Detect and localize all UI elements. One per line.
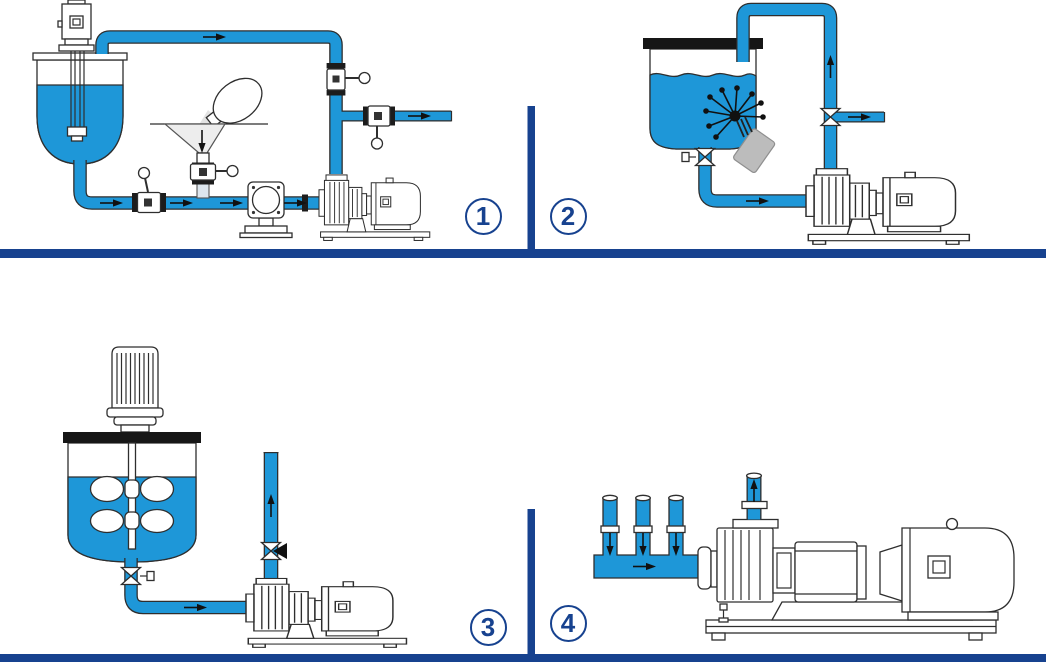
discharge-riser-4 [732,472,779,529]
tank-suction-pipe [125,558,246,613]
tank-liquid [649,72,757,150]
divider-horizontal-mid [0,249,1046,258]
inline-disperser [239,181,293,239]
riser-check-valve-3 [260,541,287,561]
agitator-motor-3 [106,346,164,433]
motor [901,527,1015,613]
suction-flange [697,546,712,590]
suction-valve-1 [132,166,166,214]
bypass-valve-1 [363,105,395,150]
tank-suction-pipe [699,147,806,207]
panel-2-number-badge: 2 [549,198,587,235]
pipe-flange [741,500,768,510]
flow-arrows-2 [745,54,872,206]
panel-4 [593,472,1015,641]
mixing-tank-3 [63,432,201,563]
panel-3-number: 3 [480,612,496,642]
panel-1-number: 1 [475,201,491,231]
divider-vertical-top [527,106,535,249]
divider-horizontal-bottom [0,654,1046,662]
tank-outlet-valve-3 [120,566,155,586]
powder-bag-2 [733,116,776,174]
discharge-flange [732,518,779,529]
panel-2 [643,2,971,246]
pump-unit-2 [805,167,971,246]
panel-4-number-badge: 4 [549,605,587,642]
divider-vertical-bottom [527,509,535,654]
pump-unit-4 [697,517,1015,641]
tank-lid [63,432,201,443]
tank-outlet-valve-2 [681,147,716,167]
pump-unit-1 [318,174,431,241]
funnel-valve [189,162,239,185]
tank-suction-pipe [74,160,319,209]
pipe-flange [633,525,653,534]
panel-3 [63,346,408,649]
pipe-flange [666,525,686,534]
panel-4-number: 4 [560,608,576,638]
paddle-impellers [89,475,175,534]
discharge-valve-1 [326,63,371,96]
panel-3-number-badge: 3 [469,609,507,646]
panel-1 [32,0,453,241]
mixing-tank-2 [643,38,763,150]
panel-2-number: 2 [560,201,576,231]
panel-1-number-badge: 1 [464,198,502,235]
jet-eductor [703,85,766,140]
piping-2 [698,2,886,208]
agitator-motor-1 [57,0,95,142]
pump-unit-3 [245,577,408,649]
recirculation-pipe [737,3,836,170]
tank-lid [643,38,763,49]
pipe-flange [600,525,620,534]
